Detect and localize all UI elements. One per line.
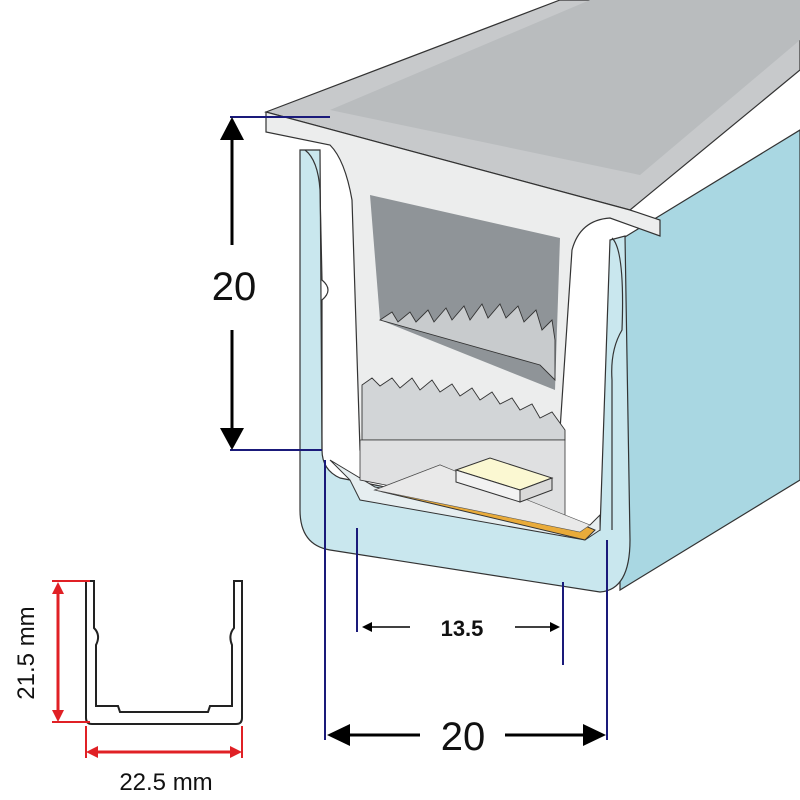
led-strip-top — [373, 464, 591, 533]
thumbnail-height-label: 21.5 mm — [13, 606, 40, 699]
aluminium-profile-3d — [264, 0, 800, 593]
inner-width-dimension: 13.5 — [356, 528, 564, 665]
led-chip — [454, 457, 554, 503]
outer-width-label: 20 — [441, 715, 486, 759]
lid-top-stripe — [330, 0, 800, 175]
profile-side-face — [619, 129, 800, 592]
thumbnail-width-label: 22.5 mm — [119, 769, 212, 796]
right-wall-clip — [611, 237, 624, 530]
outer-width-dimension: 20 — [324, 460, 608, 759]
diffuser-teeth-lower — [361, 377, 566, 441]
thumbnail-outline — [85, 580, 243, 725]
profile-thumbnail: 21.5 mm 22.5 mm — [13, 580, 243, 796]
inner-width-label: 13.5 — [441, 616, 484, 641]
height-label: 20 — [212, 265, 257, 309]
diffuser-teeth-upper — [378, 303, 556, 382]
height-dimension: 20 — [212, 116, 330, 451]
left-wall-clip — [304, 149, 329, 450]
